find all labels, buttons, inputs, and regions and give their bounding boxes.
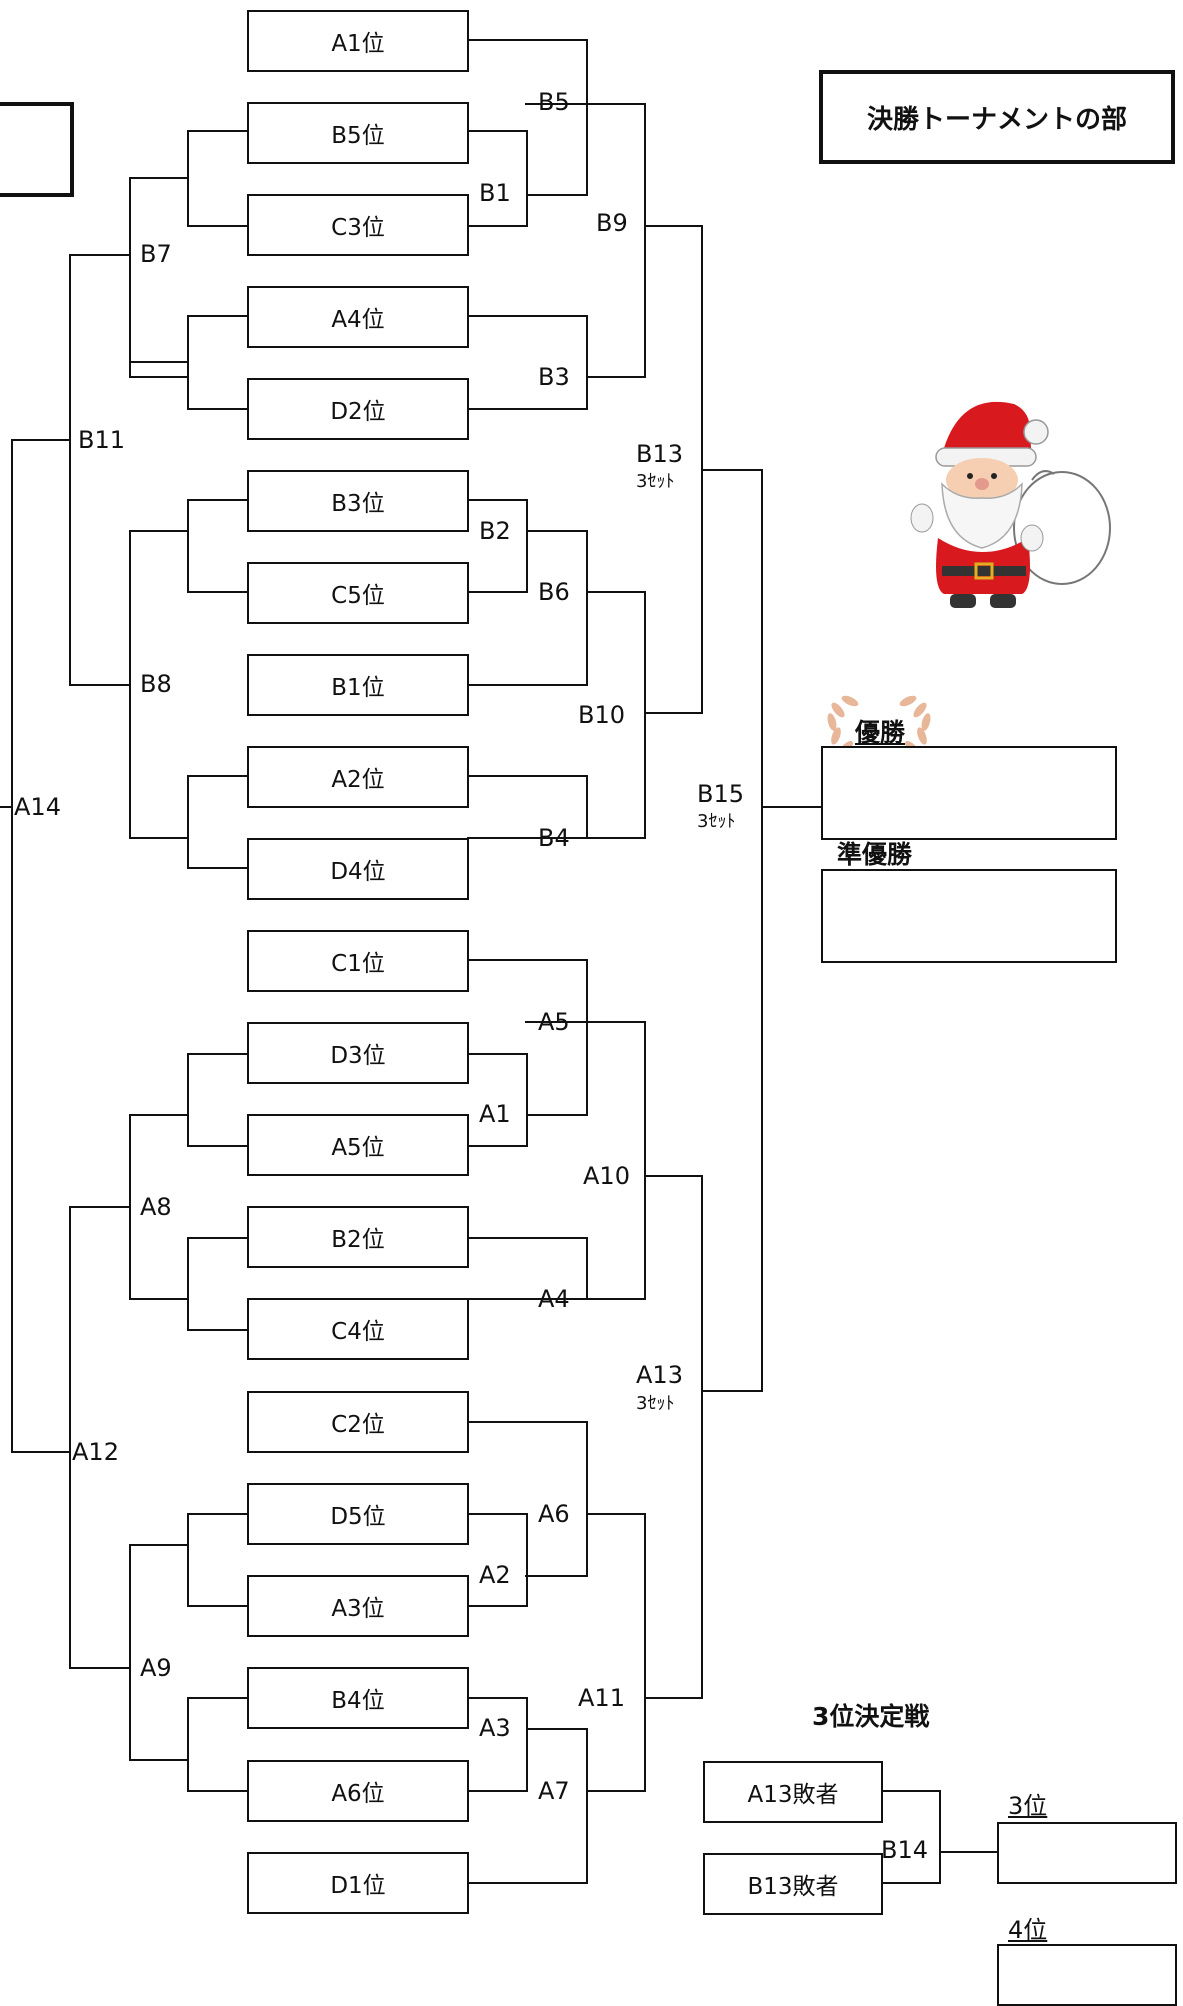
match-label-a7: A7 [538,1777,570,1805]
title-box: 決勝トーナメントの部 [819,70,1175,164]
entry-box-c3: C3位 [247,194,469,256]
entry-box-c5: C5位 [247,562,469,624]
match-label-b15: B15 [697,780,745,808]
winner-box [821,746,1117,840]
third-place-box [997,1822,1177,1884]
match-label-a10: A10 [583,1162,630,1190]
fourth-place-box [997,1944,1177,2006]
santa-claus-icon [910,401,1111,608]
match-label-a2: A2 [479,1561,511,1589]
entry-box-c1: C1位 [247,930,469,992]
entry-box-a6: A6位 [247,1760,469,1822]
match-label-a4: A4 [538,1285,570,1313]
entry-box-c2: C2位 [247,1391,469,1453]
entry-box-c4: C4位 [247,1298,469,1360]
match-label-b2: B2 [479,517,511,545]
entry-box-a4: A4位 [247,286,469,348]
entry-box-d5: D5位 [247,1483,469,1545]
match-label-b14: B14 [881,1836,929,1864]
runner-up-box [821,869,1117,963]
winner-label: 優勝 [855,718,906,747]
match-label-a8: A8 [140,1193,172,1221]
match-label-b8: B8 [140,670,172,698]
entry-box-a5: A5位 [247,1114,469,1176]
sets-note-b15: 3ｾｯﾄ [697,811,736,832]
match-label-a12: A12 [72,1438,119,1466]
b13-loser-box: B13敗者 [703,1853,883,1915]
match-label-a6: A6 [538,1500,570,1528]
match-label-b13: B13 [636,440,684,468]
match-label-a11: A11 [578,1684,625,1712]
entry-box-b1: B1位 [247,654,469,716]
third-place-heading: 3位決定戦 [812,1702,930,1731]
match-label-b5: B5 [538,88,570,116]
entry-box-a2: A2位 [247,746,469,808]
match-label-b11: B11 [78,426,126,454]
entry-box-b5: B5位 [247,102,469,164]
entry-box-d2: D2位 [247,378,469,440]
match-label-b3: B3 [538,363,570,391]
entry-box-b3: B3位 [247,470,469,532]
entry-box-a3: A3位 [247,1575,469,1637]
match-label-b10: B10 [578,701,626,729]
match-label-a3: A3 [479,1714,511,1742]
match-label-a14: A14 [14,793,61,821]
runner-up-label: 準優勝 [837,840,913,869]
a13-loser-box: A13敗者 [703,1761,883,1823]
match-label-a13: A13 [636,1361,683,1389]
entry-box-a1: A1位 [247,10,469,72]
match-label-b9: B9 [596,209,628,237]
match-label-b7: B7 [140,240,172,268]
third-place-label: 3位 [1008,1792,1048,1820]
match-label-b6: B6 [538,578,570,606]
match-label-a1: A1 [479,1100,511,1128]
entry-box-b4: B4位 [247,1667,469,1729]
entry-box-d4: D4位 [247,838,469,900]
match-label-b1: B1 [479,179,511,207]
match-label-b4: B4 [538,824,570,852]
match-label-a9: A9 [140,1654,172,1682]
entry-box-b2: B2位 [247,1206,469,1268]
entry-box-d1: D1位 [247,1852,469,1914]
sets-note-b13: 3ｾｯﾄ [636,471,675,492]
fourth-place-label: 4位 [1008,1916,1048,1944]
sets-note-a13: 3ｾｯﾄ [636,1393,675,1414]
match-label-a5: A5 [538,1008,570,1036]
entry-box-d3: D3位 [247,1022,469,1084]
